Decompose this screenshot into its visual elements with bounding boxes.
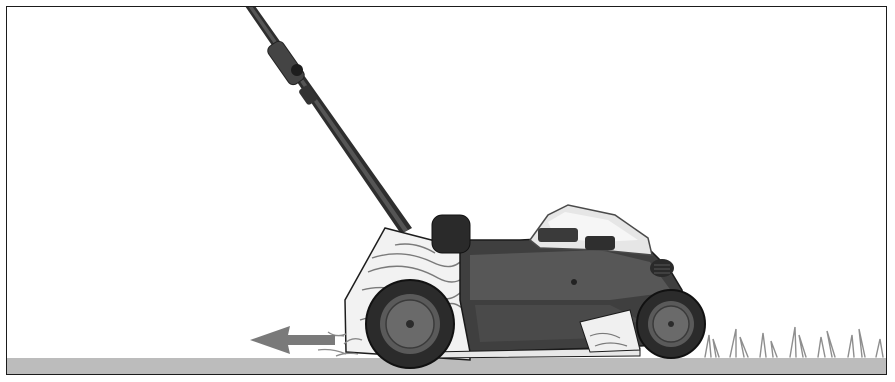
rear-wheel bbox=[366, 280, 454, 368]
grass-tufts bbox=[705, 327, 883, 357]
handle bbox=[245, 6, 412, 234]
front-wheel bbox=[637, 290, 705, 358]
battery-cover bbox=[530, 205, 652, 255]
